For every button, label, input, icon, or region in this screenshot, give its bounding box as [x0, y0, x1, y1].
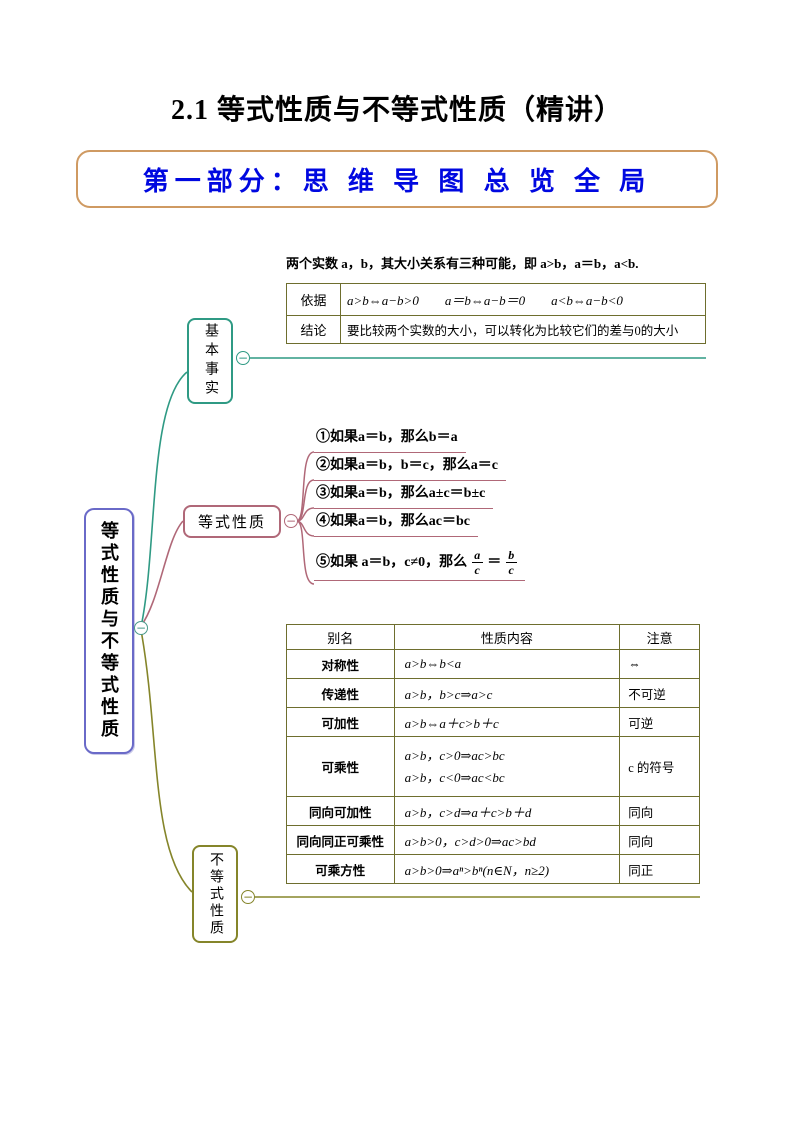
note-cell: 可逆 [619, 707, 700, 737]
page-title: 2.1 等式性质与不等式性质（精讲） [170, 95, 623, 126]
table-row-additivity: 可加性 a>b⇔a＋c>b＋c 可逆 [286, 707, 700, 737]
collapse-minus-icon-basic-facts: − [236, 351, 250, 365]
mindmap-central-node: 等式性质与不等式性质 [84, 508, 134, 754]
fraction-denominator: c [505, 562, 517, 577]
note-cell: 同向 [619, 796, 700, 826]
alias-cell: 同向可加性 [286, 796, 395, 826]
fraction-denominator: c [471, 562, 483, 577]
section-banner-label: 第一部分：思 维 导 图 总 览 全 局 [142, 165, 652, 196]
equation-property-item: ④如果a＝b，那么ac＝bc [314, 512, 478, 537]
conclusion-row-label: 结论 [286, 315, 341, 344]
content-cell: a>b>0，c>d>0⇒ac>bd [393, 825, 621, 855]
basic-facts-row-basis: 依据 a>b⇔a−b>0 a＝b⇔a−b＝0 a<b⇔a−b<0 [286, 283, 706, 316]
alias-cell: 传递性 [286, 678, 395, 708]
table-row-power: 可乘方性 a>b>0⇒aⁿ>bⁿ(n∈N，n≥2) 同正 [286, 854, 700, 884]
alias-cell: 可加性 [286, 707, 395, 737]
note-cell: 不可逆 [619, 678, 700, 708]
fraction-numerator: b [508, 548, 515, 562]
content-cell: a>b>0⇒aⁿ>bⁿ(n∈N，n≥2) [393, 854, 621, 884]
branch-node-basic-facts: 基本事实 [187, 318, 233, 404]
inequality-table-header-row: 别名 性质内容 注意 [286, 624, 700, 650]
collapse-minus-icon-inequality: − [241, 890, 255, 904]
note-cell: ⇔ [619, 649, 700, 679]
content-cell: a>b⇔a＋c>b＋c [393, 707, 621, 737]
equals-sign: ＝ [487, 554, 502, 570]
table-row-same-direction-add: 同向可加性 a>b，c>d⇒a＋c>b＋d 同向 [286, 796, 700, 826]
equation-property-item: ③如果a＝b，那么a±c＝b±c [314, 484, 494, 509]
conclusion-row-content: 要比较两个实数的大小，可以转化为比较它们的差与0的大小 [340, 315, 706, 344]
branch-node-inequality-properties: 不等式性质 [192, 845, 238, 943]
table-row-symmetry: 对称性 a>b⇔b<a ⇔ [286, 649, 700, 679]
alias-cell: 同向同正可乘性 [286, 825, 395, 855]
basis-row-content: a>b⇔a−b>0 a＝b⇔a−b＝0 a<b⇔a−b<0 [340, 283, 706, 316]
content-cell: a>b⇔b<a [393, 649, 621, 679]
collapse-minus-icon-central: − [134, 621, 148, 635]
basic-facts-table: 依据 a>b⇔a−b>0 a＝b⇔a−b＝0 a<b⇔a−b<0 结论 要比较两… [286, 283, 706, 344]
content-line-2: a>b，c<0⇒ac<bc [404, 769, 505, 785]
section-banner: 第一部分：思 维 导 图 总 览 全 局 [76, 150, 718, 208]
branch-node-equation-properties: 等式性质 [183, 505, 281, 538]
basic-facts-node-label: 基本事实 [203, 323, 218, 399]
content-cell: a>b，c>0⇒ac>bc a>b，c<0⇒ac<bc [393, 736, 621, 797]
equation-property-item: ②如果a＝b，b＝c，那么a＝c [314, 456, 506, 481]
equation-property-item-5-text: ⑤如果 a＝b，c≠0，那么 [316, 554, 468, 570]
header-alias: 别名 [286, 624, 395, 650]
note-cell: c 的符号 [619, 736, 700, 797]
alias-cell: 可乘方性 [286, 854, 395, 884]
content-line-1: a>b，c>0⇒ac>bc [404, 747, 505, 763]
inequality-properties-table: 别名 性质内容 注意 对称性 a>b⇔b<a ⇔ 传递性 a>b，b>c⇒a>c… [286, 624, 700, 884]
equation-property-item: ①如果a＝b，那么b＝a [314, 428, 466, 453]
header-content: 性质内容 [393, 624, 621, 650]
inequality-properties-node-label: 不等式性质 [208, 851, 223, 937]
central-node-label: 等式性质与不等式性质 [99, 521, 119, 741]
note-cell: 同向 [619, 825, 700, 855]
fraction-numerator: a [474, 548, 481, 562]
fraction-b-over-c: b c [505, 548, 517, 577]
collapse-minus-icon-equation: − [284, 514, 298, 528]
fraction-a-over-c: a c [471, 548, 483, 577]
table-row-same-direction-positive-multiply: 同向同正可乘性 a>b>0，c>d>0⇒ac>bd 同向 [286, 825, 700, 855]
table-row-multiplicativity: 可乘性 a>b，c>0⇒ac>bc a>b，c<0⇒ac<bc c 的符号 [286, 736, 700, 797]
equation-property-item: ⑤如果 a＝b，c≠0，那么 a c ＝ b c [314, 548, 526, 581]
content-cell: a>b，b>c⇒a>c [393, 678, 621, 708]
alias-cell: 对称性 [286, 649, 395, 679]
equation-properties-node-label: 等式性质 [197, 515, 266, 531]
table-row-transitivity: 传递性 a>b，b>c⇒a>c 不可逆 [286, 678, 700, 708]
basis-row-label: 依据 [286, 283, 341, 316]
content-cell: a>b，c>d⇒a＋c>b＋d [393, 796, 621, 826]
note-cell: 同正 [619, 854, 700, 884]
header-note: 注意 [619, 624, 700, 650]
basic-facts-intro: 两个实数 a，b，其大小关系有三种可能，即 a>b，a＝b，a<b. [286, 256, 639, 271]
basic-facts-row-conclusion: 结论 要比较两个实数的大小，可以转化为比较它们的差与0的大小 [286, 315, 706, 344]
alias-cell: 可乘性 [286, 736, 395, 797]
